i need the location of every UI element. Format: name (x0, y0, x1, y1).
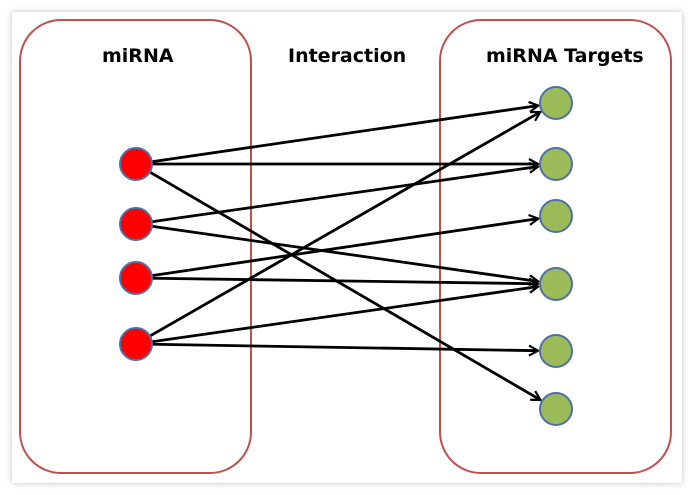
interaction-title: Interaction (288, 45, 407, 67)
target-node-1 (539, 86, 573, 120)
mirna-node-1 (119, 147, 153, 181)
mirna-title: miRNA (102, 45, 174, 67)
target-node-2 (539, 147, 573, 181)
edge-mirna-2-target-2 (151, 167, 538, 224)
edge-mirna-2-target-4 (151, 224, 538, 281)
edge-mirna-4-target-4 (151, 287, 538, 344)
mirna-panel (19, 19, 252, 474)
target-node-3 (539, 199, 573, 233)
edge-mirna-3-target-3 (151, 219, 538, 278)
targets-title: miRNA Targets (486, 45, 644, 67)
mirna-node-4 (119, 327, 153, 361)
target-node-4 (539, 267, 573, 301)
target-node-6 (539, 392, 573, 426)
edge-mirna-4-target-1 (149, 110, 541, 338)
edge-mirna-1-target-1 (151, 106, 538, 164)
edge-mirna-1-target-6 (149, 170, 541, 402)
edge-mirna-4-target-5 (151, 342, 538, 350)
mirna-node-3 (119, 261, 153, 295)
edge-mirna-3-target-4 (151, 276, 538, 284)
mirna-node-2 (119, 207, 153, 241)
edges-layer (149, 106, 541, 402)
target-node-5 (539, 334, 573, 368)
nodes-layer (119, 86, 573, 426)
